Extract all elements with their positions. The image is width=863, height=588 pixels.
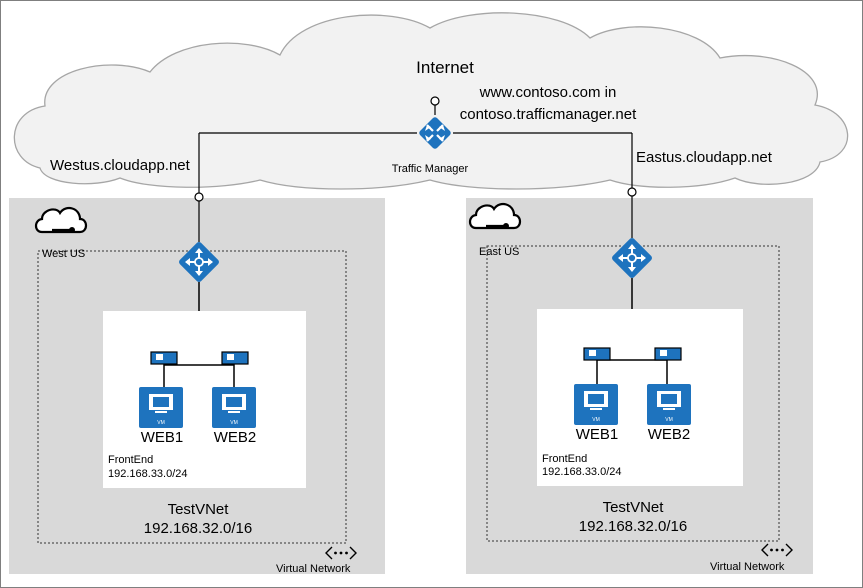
west-subnet-box: [103, 311, 306, 488]
dns-line-2: contoso.trafficmanager.net: [460, 106, 637, 123]
east-subnet-cidr: 192.168.33.0/24: [542, 466, 622, 478]
east-load-balancer-icon[interactable]: [611, 237, 653, 279]
dns-endpoint-dot: [430, 96, 440, 106]
internet-title: Internet: [416, 58, 474, 77]
west-vm-web1[interactable]: VM: [139, 387, 183, 428]
east-subnet-name: FrontEnd: [542, 453, 587, 465]
east-nic-icon-1: [583, 347, 611, 361]
dns-line-1: www.contoso.com in: [479, 84, 617, 101]
west-web2-badge: VM: [230, 420, 238, 426]
west-load-balancer-icon[interactable]: [178, 241, 220, 283]
west-subnet-name: FrontEnd: [108, 454, 153, 466]
west-subnet-cidr: 192.168.33.0/24: [108, 468, 188, 480]
west-endpoint-label: Westus.cloudapp.net: [50, 157, 191, 174]
east-region-cloud-icon: [468, 202, 522, 230]
east-vnet-legend: Virtual Network: [710, 561, 785, 573]
west-region-cloud-icon: [34, 206, 88, 234]
region-east: East US VM: [466, 187, 813, 574]
east-endpoint-dot: [627, 187, 637, 197]
west-vnet-name: TestVNet: [168, 501, 230, 518]
east-endpoint-label: Eastus.cloudapp.net: [636, 149, 773, 166]
traffic-manager-icon[interactable]: [418, 116, 452, 150]
west-vm-web2[interactable]: VM: [212, 387, 256, 428]
west-vnet-legend: Virtual Network: [276, 563, 351, 575]
west-web1-badge: VM: [157, 420, 165, 426]
west-region-name: West US: [42, 248, 85, 260]
east-virtual-network-icon: [761, 543, 793, 557]
west-virtual-network-icon: [325, 546, 357, 560]
west-endpoint-dot: [194, 192, 204, 202]
east-region-name: East US: [479, 246, 519, 258]
east-subnet-box: [537, 309, 743, 486]
west-nic-icon-2: [221, 351, 249, 365]
east-vm-label-web2: WEB2: [648, 426, 691, 443]
west-vm-label-web1: WEB1: [141, 429, 184, 446]
west-vnet-cidr: 192.168.32.0/16: [144, 520, 252, 537]
region-west: West US: [9, 192, 385, 575]
east-web2-badge: VM: [665, 417, 673, 423]
traffic-manager-links: [198, 105, 633, 193]
east-vm-web1[interactable]: VM: [574, 384, 618, 425]
west-nic-icon-1: [150, 351, 178, 365]
east-vnet-cidr: 192.168.32.0/16: [579, 518, 687, 535]
east-vnet-name: TestVNet: [603, 499, 665, 516]
west-vm-label-web2: WEB2: [214, 429, 257, 446]
east-vm-web2[interactable]: VM: [647, 384, 691, 425]
east-nic-icon-2: [654, 347, 682, 361]
traffic-manager-label: Traffic Manager: [392, 163, 469, 175]
east-vm-label-web1: WEB1: [576, 426, 619, 443]
east-web1-badge: VM: [592, 417, 600, 423]
